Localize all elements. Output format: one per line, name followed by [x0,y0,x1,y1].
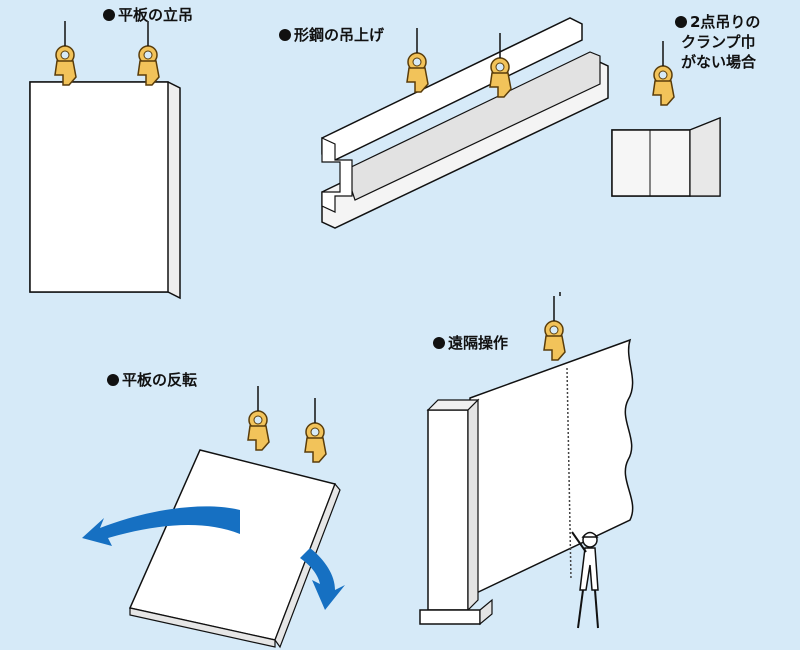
label-two-point: 2点吊りの クランプ巾 がない場合 [675,12,760,72]
standing-plate [29,81,169,293]
rotation-arrow-icon [82,506,240,546]
clamp-icon [543,295,566,361]
column-base [419,609,481,625]
label-remote: 遠隔操作 [433,333,508,353]
bullet-icon [107,374,119,386]
beam-lifting-panel [321,17,609,229]
remote-operation-panel [419,292,634,629]
tilted-plate [128,449,337,641]
beam-web [344,51,601,201]
rotation-arrow-icon [300,548,345,610]
bullet-icon [103,9,115,21]
label-beam: 形鋼の吊上げ [279,25,384,45]
wall-plate [469,338,634,598]
column [427,409,469,611]
clamp-icon [54,20,77,86]
bullet-icon [433,337,445,349]
clamp-icon [247,385,270,451]
label-standing: 平板の立吊 [103,5,193,25]
clamp-icon [304,397,327,463]
plate-flip-panel [82,385,345,649]
clamp-icon [137,20,160,86]
clamp-icon [489,32,512,98]
clamp-icon [406,27,429,93]
two-point-panel [611,40,721,197]
remote-chain [566,367,572,581]
clamp-icon [652,40,675,106]
label-flip: 平板の反転 [107,370,197,390]
worker-figure [571,531,599,629]
beam-end-profile [321,137,353,213]
standing-plate-panel [29,20,181,300]
bullet-icon [279,29,291,41]
bullet-icon [675,16,687,28]
